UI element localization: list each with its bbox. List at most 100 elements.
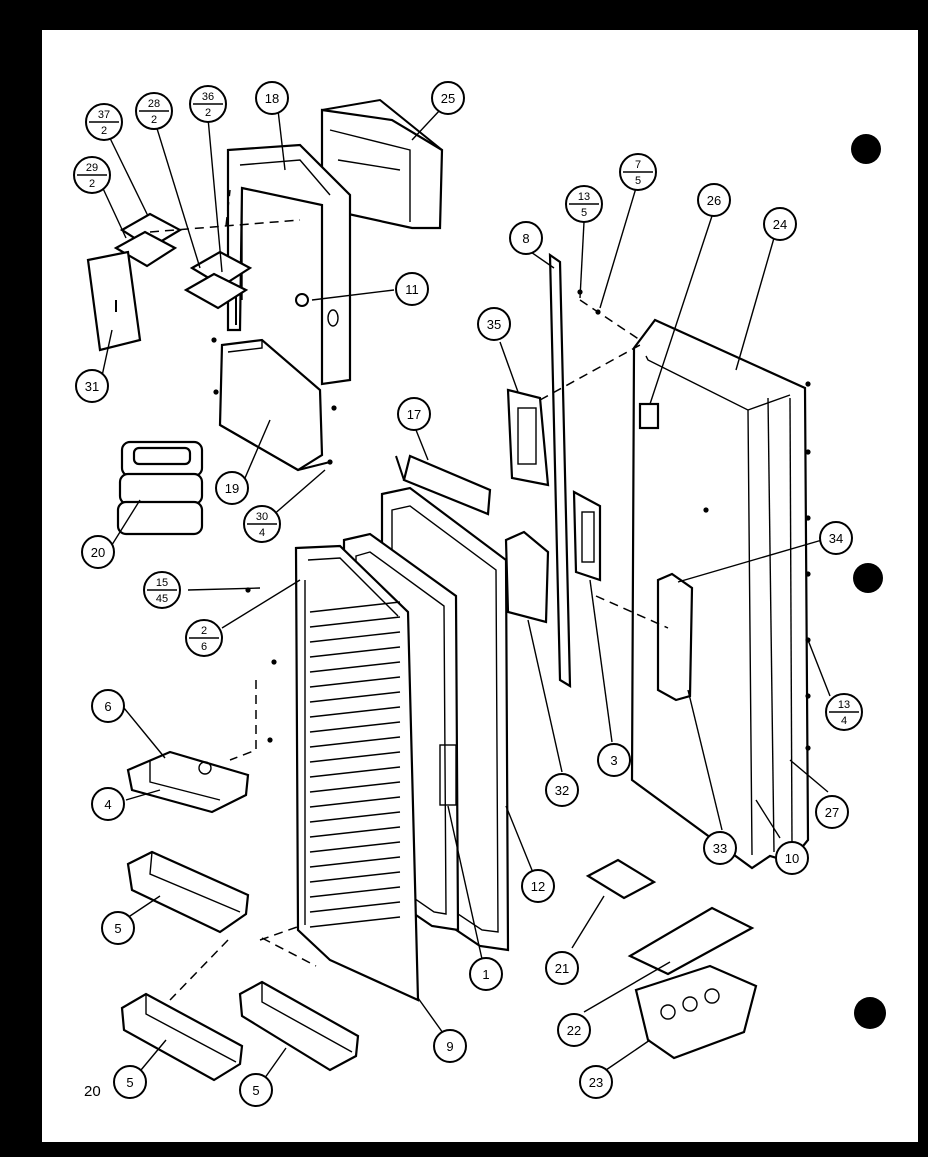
callout-32: 32 [545, 773, 579, 807]
part-strip-8 [548, 252, 572, 688]
callout-24: 24 [763, 207, 797, 241]
callout-11: 11 [395, 272, 429, 306]
callout-number: 34 [829, 531, 843, 546]
callout-number: 1 [482, 967, 489, 982]
callout-number: 27 [825, 805, 839, 820]
callout-17: 17 [397, 397, 431, 431]
callout-number: 22 [567, 1023, 581, 1038]
callout-number: 19 [225, 481, 239, 496]
callout-number: 26 [707, 193, 721, 208]
callout-37-2: 372 [85, 103, 123, 141]
callout-26: 26 [697, 183, 731, 217]
callout-denominator: 2 [205, 107, 211, 119]
part-tube-17 [395, 454, 492, 516]
callout-10: 10 [775, 841, 809, 875]
part-hinge-26 [638, 402, 660, 430]
part-outer-door-24 [630, 318, 810, 870]
part-door-31 [86, 250, 142, 352]
callout-numerator: 2 [201, 625, 207, 637]
part-pan-19 [218, 338, 331, 472]
callout-number: 5 [114, 921, 121, 936]
callout-number: 17 [407, 407, 421, 422]
callout-18: 18 [255, 81, 289, 115]
part-bracket-3 [572, 490, 602, 582]
part-dispenser-35 [506, 388, 550, 487]
callout-number: 25 [441, 91, 455, 106]
callout-27: 27 [815, 795, 849, 829]
part-tray-21 [585, 858, 657, 900]
callout-36-2: 362 [189, 85, 227, 123]
callout-number: 23 [589, 1075, 603, 1090]
callout-33: 33 [703, 831, 737, 865]
callout-number: 6 [104, 699, 111, 714]
alignment-lines [149, 189, 669, 1001]
part-shelf-36 [183, 272, 249, 325]
callout-13-5: 135 [565, 185, 603, 223]
callout-4: 4 [91, 787, 125, 821]
callout-number: 12 [531, 879, 545, 894]
callout-numerator: 37 [98, 109, 110, 121]
callout-23: 23 [579, 1065, 613, 1099]
callout-denominator: 45 [156, 593, 168, 605]
callout-number: 10 [785, 851, 799, 866]
callout-8: 8 [509, 221, 543, 255]
callout-number: 33 [713, 841, 727, 856]
callout-denominator: 2 [151, 114, 157, 126]
callout-number: 5 [252, 1083, 259, 1098]
callout-number: 3 [610, 753, 617, 768]
callout-numerator: 29 [86, 162, 98, 174]
callout-2-6: 26 [185, 619, 223, 657]
binder-hole-middle [853, 563, 883, 593]
callout-number: 4 [104, 797, 111, 812]
part-cover-22 [627, 906, 755, 976]
callout-5c: 5 [239, 1073, 273, 1107]
callout-12: 12 [521, 869, 555, 903]
binder-hole-top [851, 134, 881, 164]
callout-numerator: 15 [156, 577, 168, 589]
callout-numerator: 13 [578, 191, 590, 203]
callout-number: 9 [446, 1039, 453, 1054]
part-bin-5-upper [126, 850, 250, 934]
callout-31: 31 [75, 369, 109, 403]
callout-numerator: 36 [202, 91, 214, 103]
callout-number: 8 [522, 231, 529, 246]
callout-19: 19 [215, 471, 249, 505]
callout-number: 21 [555, 961, 569, 976]
part-door-liner-9 [294, 544, 420, 1002]
part-containers-20 [116, 440, 204, 536]
leader-lines [99, 109, 831, 1083]
callout-number: 11 [405, 282, 419, 297]
callout-numerator: 13 [838, 699, 850, 711]
callout-29-2: 292 [73, 156, 111, 194]
callout-number: 20 [91, 545, 105, 560]
part-handle-33 [656, 572, 694, 702]
part-knob-11 [295, 293, 309, 307]
callout-number: 24 [773, 217, 787, 232]
part-liner-top-18 [226, 143, 352, 386]
callout-number: 35 [487, 317, 501, 332]
callout-denominator: 2 [89, 178, 95, 190]
callout-25: 25 [431, 81, 465, 115]
door-liner-shelf-ribs [309, 601, 401, 928]
callout-denominator: 4 [841, 715, 847, 727]
callout-number: 31 [85, 379, 99, 394]
screw-fasteners [211, 289, 811, 751]
callout-7-5: 75 [619, 153, 657, 191]
callout-1: 1 [469, 957, 503, 991]
callout-9: 9 [433, 1029, 467, 1063]
callout-28-2: 282 [135, 92, 173, 130]
part-bin-5-lower-right [238, 980, 360, 1072]
callout-numerator: 28 [148, 98, 160, 110]
callout-34: 34 [819, 521, 853, 555]
part-shelf-37 [113, 212, 183, 268]
callout-5a: 5 [101, 911, 135, 945]
callout-numerator: 7 [635, 159, 641, 171]
callout-number: 18 [265, 91, 279, 106]
binder-hole-bottom [854, 997, 886, 1029]
callout-30-4: 304 [243, 505, 281, 543]
callout-numerator: 30 [256, 511, 268, 523]
part-bin-5-lower-left [120, 992, 244, 1082]
